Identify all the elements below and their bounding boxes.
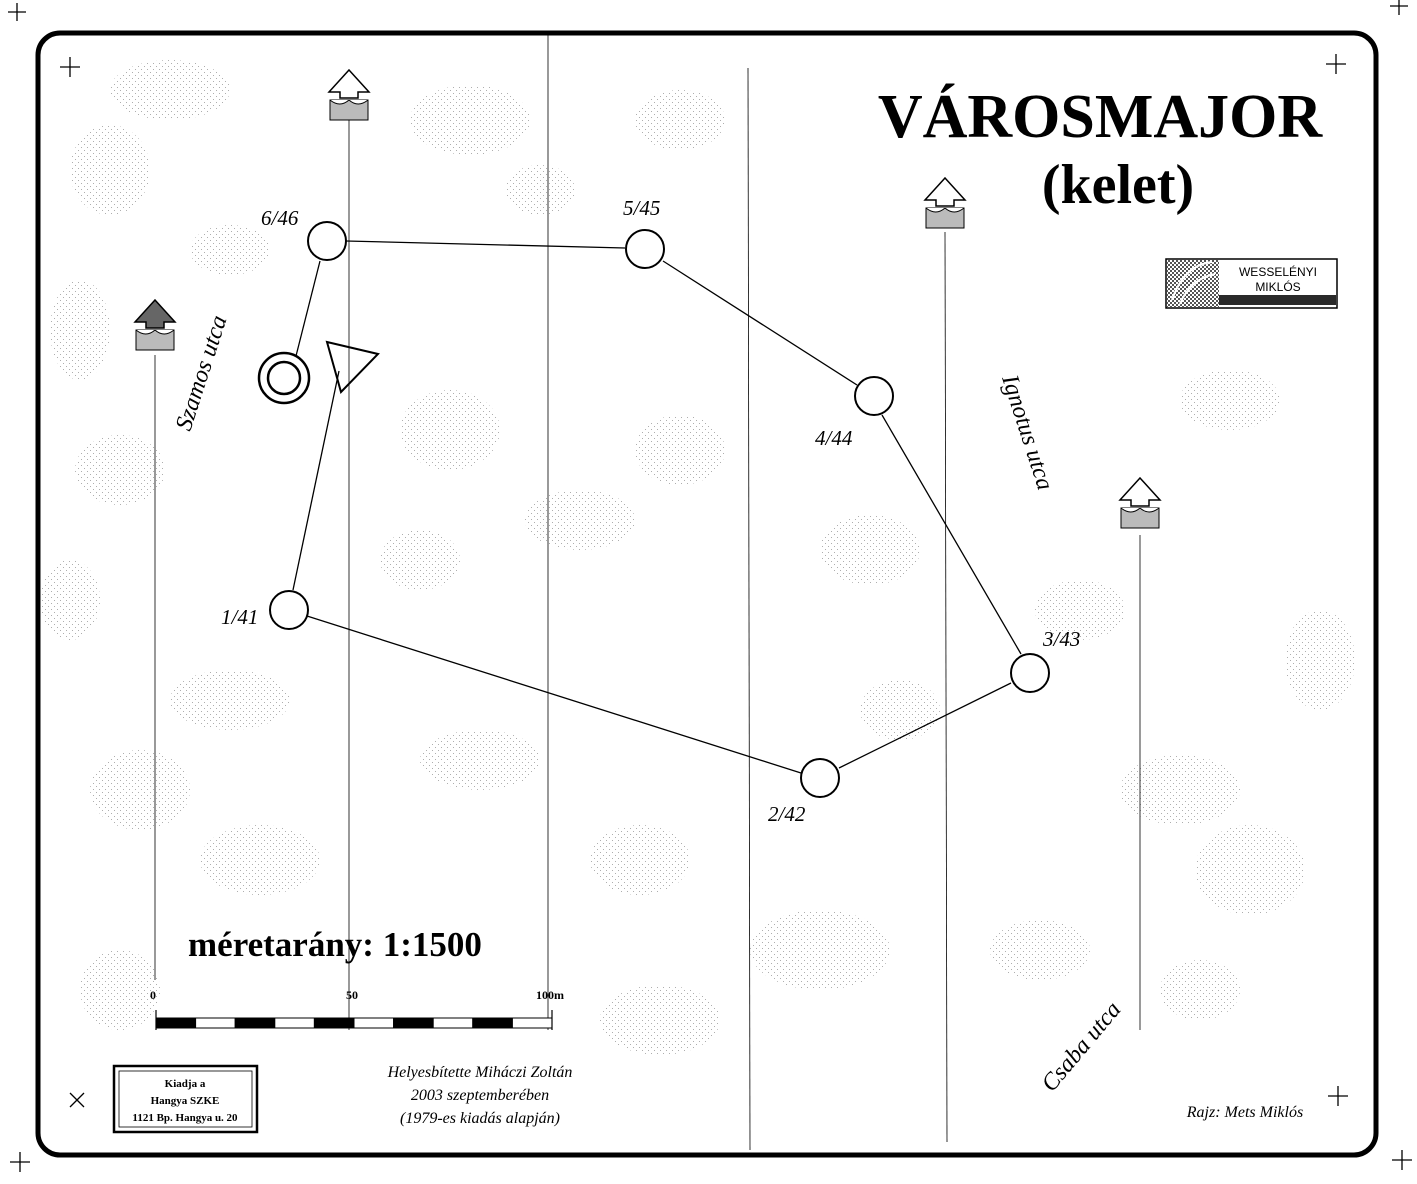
credit-line-3: (1979-es kiadás alapján) [400,1110,560,1127]
control-label-6: 6/46 [261,206,299,230]
scale-segment [393,1017,434,1029]
publisher-box: Kiadja a Hangya SZKE 1121 Bp. Hangya u. … [112,1064,259,1134]
street-szamos: Szamos utca [171,312,233,434]
scale-label-0: 0 [150,988,156,1002]
north-arrows [133,68,1162,529]
credit-line-1: Helyesbítette Miháczi Zoltán [387,1064,573,1081]
vegetation-texture [40,60,1355,1055]
scale-bar: 0 50 100m [150,988,564,1030]
drawing-credit: Rajz: Mets Miklós [1186,1104,1303,1121]
publisher-line-1: Kiadja a [165,1078,206,1090]
scale-segment [511,1017,553,1029]
scale-segment [432,1017,474,1029]
credit-line-2: 2003 szeptemberében [411,1087,549,1104]
scale-ratio: méretarány: 1:1500 [188,925,482,964]
logo-line-2: MIKLÓS [1255,279,1300,294]
registration-marks [8,0,1412,1172]
north-arrow-icon [327,68,371,121]
scale-segment [155,1017,197,1029]
street-csaba: Csaba utca [1037,997,1127,1097]
start-triangle [325,340,380,394]
scale-segment [234,1017,276,1029]
scale-segment [472,1017,513,1029]
scale-segment [274,1017,315,1029]
scale-segment [195,1017,236,1029]
club-logo: WESSELÉNYI MIKLÓS [1165,258,1338,309]
north-arrow-icon [133,298,177,351]
street-ignotus: Ignotus utca [996,371,1058,493]
scale-label-50: 50 [346,988,358,1002]
control-label-5: 5/45 [623,196,660,220]
publisher-line-3: 1121 Bp. Hangya u. 20 [132,1112,238,1124]
map-subtitle: (kelet) [1042,154,1194,216]
control-label-1: 1/41 [221,605,258,629]
north-arrow-icon [923,176,967,229]
control-label-2: 2/42 [768,802,806,826]
scale-segment [313,1017,355,1029]
publisher-line-2: Hangya SZKE [151,1095,220,1107]
logo-line-1: WESSELÉNYI [1239,264,1317,279]
scale-segment [353,1017,395,1029]
course-lines [292,240,1022,774]
control-circles [269,221,1050,798]
finish-circle [257,351,311,405]
control-label-4: 4/44 [815,426,853,450]
map-title: VÁROSMAJOR [878,83,1324,151]
scale-label-100: 100m [536,988,564,1002]
north-lines [154,35,1141,1151]
map-frame [35,30,1379,1158]
control-label-3: 3/43 [1042,627,1080,651]
north-arrow-icon [1118,476,1162,529]
